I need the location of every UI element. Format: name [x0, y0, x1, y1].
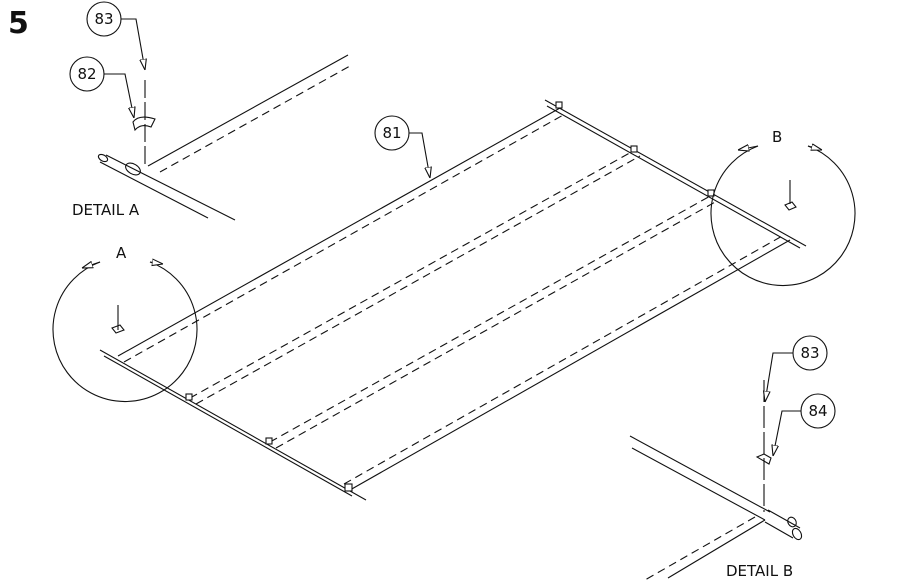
cover-panel: 81 — [99, 99, 807, 501]
view-circle-b: B — [710, 128, 856, 286]
callout-82: 82 — [77, 65, 96, 83]
detail-a: 83 82 DETAIL A — [69, 1, 351, 221]
step-number: 5 — [8, 6, 29, 41]
detail-b-label: DETAIL B — [726, 562, 793, 580]
view-b-label: B — [772, 128, 782, 146]
view-circle-a: A — [52, 244, 198, 402]
callout-83-a: 83 — [94, 10, 113, 28]
callout-84: 84 — [808, 402, 827, 420]
view-a-label: A — [116, 244, 127, 262]
callout-81: 81 — [382, 124, 401, 142]
detail-a-label: DETAIL A — [72, 201, 140, 219]
detail-b: 83 84 DETAIL B — [629, 335, 836, 581]
callout-83-b: 83 — [800, 344, 819, 362]
